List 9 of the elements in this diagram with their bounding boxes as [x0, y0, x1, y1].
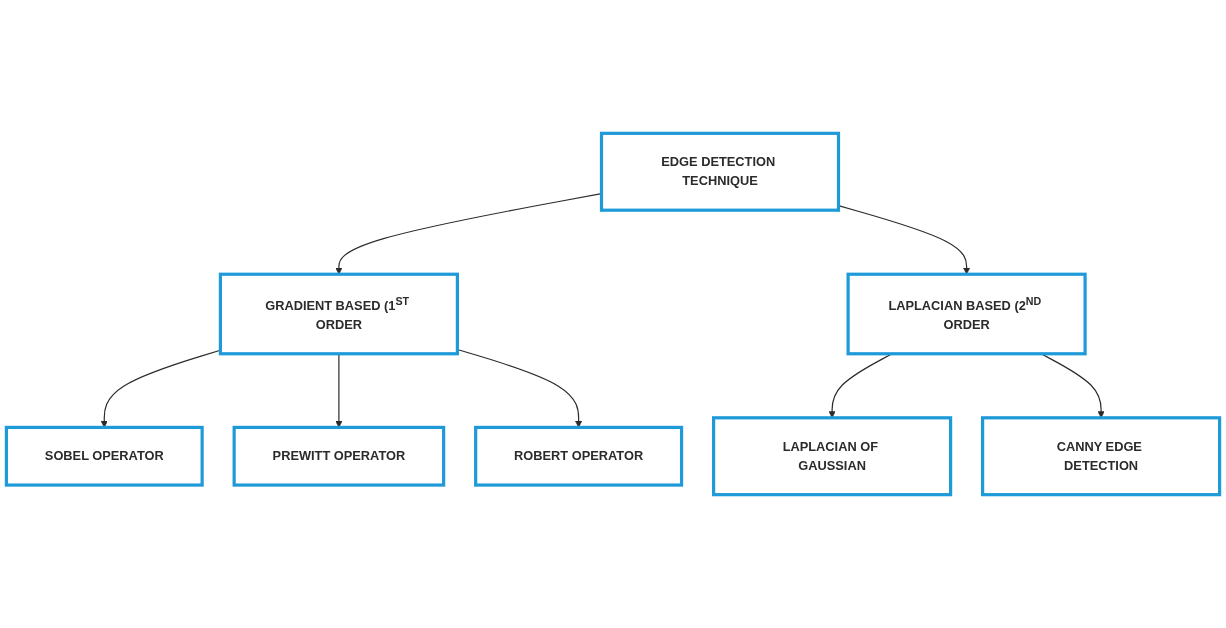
node-box: GRADIENT BASED (1$^{ST}$ ORDER	[218, 272, 459, 356]
node-box: CANNY EDGE DETECTION	[981, 416, 1222, 497]
node-box: PREWITT OPERATOR	[232, 425, 446, 487]
node-box: LAPLACIAN BASED (2$^{ND}$ ORDER	[846, 272, 1087, 356]
arrow	[335, 353, 343, 428]
node-box: LAPLACIAN OF GAUSSIAN	[712, 416, 953, 497]
node-box: SOBEL OPERATOR	[4, 425, 204, 487]
node-box: EDGE DETECTION TECHNIQUE	[599, 131, 841, 212]
node-box: ROBERT OPERATOR	[474, 425, 684, 487]
